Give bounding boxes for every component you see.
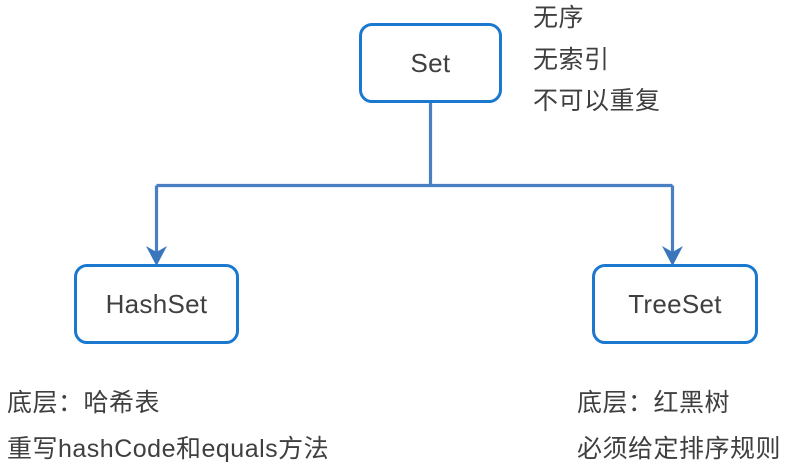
annotation-hashset-line-2: 重写hashCode和equals方法 — [7, 434, 330, 463]
annotations-set: 无序 无索引 不可以重复 — [533, 4, 661, 130]
annotation-treeset-line-1: 底层：红黑树 — [577, 389, 731, 417]
node-treeset[interactable]: TreeSet — [592, 264, 758, 344]
node-hashset-label: HashSet — [105, 289, 208, 319]
annotations-treeset: 底层：红黑树 必须给定排序规则 — [577, 389, 782, 476]
annotation-treeset-line-2: 必须给定排序规则 — [577, 434, 782, 463]
annotation-hashset-line-1: 底层：哈希表 — [7, 389, 161, 417]
node-hashset[interactable]: HashSet — [74, 264, 239, 344]
arrowhead-hashset — [146, 246, 167, 266]
node-treeset-label: TreeSet — [628, 289, 722, 319]
node-set-label: Set — [410, 48, 451, 78]
annotation-set-line-3: 不可以重复 — [533, 87, 661, 115]
node-set[interactable]: Set — [359, 23, 502, 103]
annotation-set-line-2: 无索引 — [533, 45, 610, 74]
arrowhead-treeset — [662, 246, 683, 266]
annotation-set-line-1: 无序 — [533, 4, 585, 32]
annotations-hashset: 底层：哈希表 重写hashCode和equals方法 — [7, 389, 330, 476]
